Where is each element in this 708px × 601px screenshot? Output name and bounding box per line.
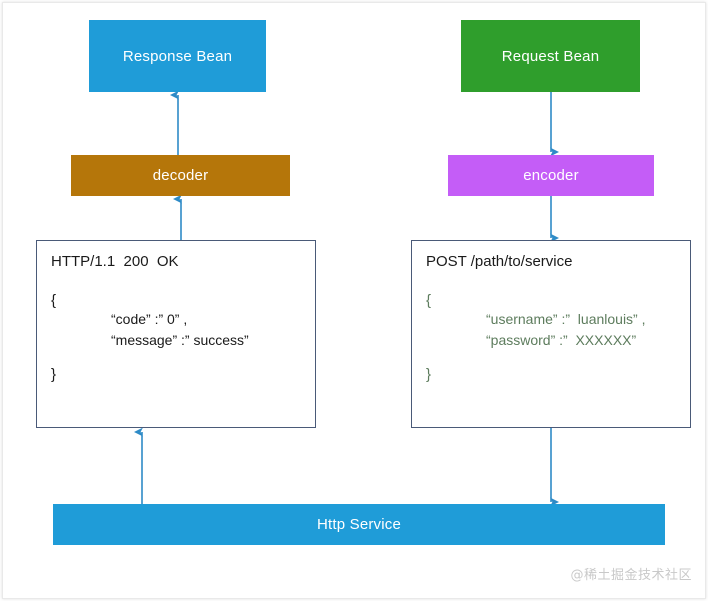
node-encoder[interactable]: encoder <box>448 155 654 196</box>
response-brace-close: } <box>51 365 57 383</box>
node-request-bean[interactable]: Request Bean <box>461 20 640 92</box>
response-body-line-1: “code” :” 0” , <box>111 311 188 328</box>
response-brace-open: { <box>51 292 57 309</box>
node-decoder[interactable]: decoder <box>71 155 290 196</box>
response-body-line-2: “message” :” success” <box>111 331 249 348</box>
message-box-response: HTTP/1.1 200 OK { “code” :” 0” , “messag… <box>36 240 316 428</box>
request-body-line-2: “password” :” XXXXXX” <box>486 331 637 348</box>
watermark: @稀土掘金技术社区 <box>570 568 692 583</box>
request-brace-close: } <box>426 365 432 383</box>
request-brace-open: { <box>426 292 432 309</box>
request-body-line-1: “username” :” luanlouis” , <box>486 311 646 328</box>
node-http-service[interactable]: Http Service <box>53 504 665 545</box>
response-status-line: HTTP/1.1 200 OK <box>51 253 179 270</box>
request-status-line: POST /path/to/service <box>426 253 573 270</box>
message-box-request: POST /path/to/service { “username” :” lu… <box>411 240 691 428</box>
node-response-bean[interactable]: Response Bean <box>89 20 266 92</box>
